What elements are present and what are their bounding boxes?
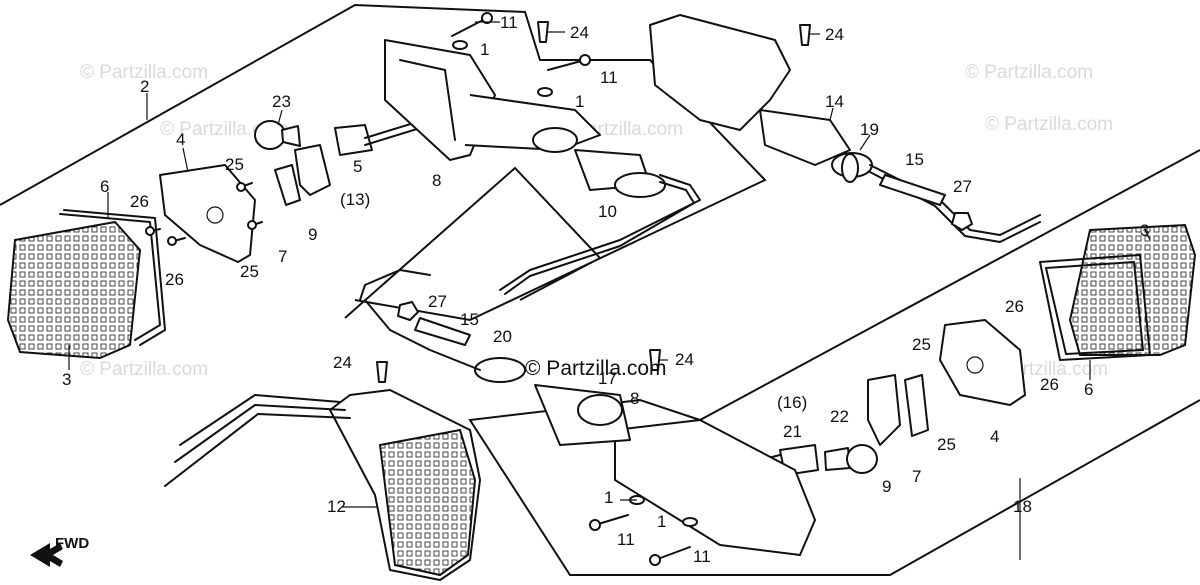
housing-right-front [534, 384, 816, 556]
nut-left [397, 301, 419, 321]
lens-left [6, 209, 166, 360]
callout-2: 2 [140, 77, 149, 96]
callout-25: 25 [912, 335, 931, 354]
housing-left-rear [384, 39, 601, 161]
callout-3: 3 [1140, 221, 1149, 240]
leader-lines [68, 21, 1151, 560]
stalk-left [499, 149, 701, 295]
callout-19: 19 [860, 120, 879, 139]
callout-4: 4 [990, 427, 999, 446]
callout-17: 17 [598, 369, 617, 388]
clip-left-7 [274, 164, 301, 206]
watermark: © Partzilla.com [80, 359, 208, 380]
callout-21: 21 [783, 422, 802, 441]
damper-right [879, 174, 946, 206]
callout-6: 6 [100, 177, 109, 196]
callout-16: (16) [777, 393, 807, 412]
callout-labels: 2 4 6 26 26 25 25 3 23 5 (13) 7 9 8 11 1… [62, 13, 1149, 566]
callout-7: 7 [278, 247, 287, 266]
callout-11: 11 [500, 13, 518, 32]
screw-group-left [145, 182, 263, 246]
wire-harness [364, 299, 481, 371]
callout-9: 9 [882, 477, 891, 496]
center-watermark: © Partzilla.com [525, 357, 667, 380]
watermark: © Partzilla.com [80, 62, 208, 83]
callout-1: 1 [480, 40, 489, 59]
callout-18: 18 [1013, 497, 1032, 516]
callout-9: 9 [308, 225, 317, 244]
base-hole [966, 356, 984, 374]
callout-4: 4 [176, 130, 185, 149]
callout-7: 7 [912, 467, 921, 486]
callout-26: 26 [1005, 297, 1024, 316]
callout-13: (13) [340, 190, 370, 209]
callout-27: 27 [428, 292, 447, 311]
fwd-arrow: FWD [30, 535, 89, 567]
callout-24: 24 [333, 353, 352, 372]
callout-26: 26 [130, 192, 149, 211]
callout-3: 3 [62, 370, 71, 389]
base-hole [206, 206, 224, 224]
fwd-label: FWD [55, 535, 89, 552]
bulb-left [254, 120, 301, 150]
callout-1: 1 [604, 488, 613, 507]
callout-15: 15 [905, 150, 924, 169]
bulb-right [824, 444, 878, 474]
callout-25: 25 [937, 435, 956, 454]
callout-24: 24 [675, 350, 694, 369]
clip-left-9 [294, 144, 331, 196]
callout-23: 23 [272, 92, 291, 111]
callout-11: 11 [600, 68, 618, 87]
clip-right-9 [867, 374, 901, 446]
callout-14: 14 [825, 92, 844, 111]
callout-27: 27 [953, 177, 972, 196]
callout-26: 26 [165, 270, 184, 289]
callout-25: 25 [225, 155, 244, 174]
callout-22: 22 [830, 407, 849, 426]
callout-15: 15 [460, 310, 479, 329]
callout-24: 24 [570, 23, 589, 42]
grommet-20 [474, 357, 526, 383]
callout-11: 11 [617, 530, 635, 549]
callout-20: 20 [493, 327, 512, 346]
callout-1: 1 [657, 512, 666, 531]
callout-5: 5 [353, 157, 362, 176]
nut-right [951, 212, 973, 231]
callout-12: 12 [327, 497, 346, 516]
assembly-boundary-left [0, 3, 767, 322]
wire-harness [359, 269, 431, 301]
grommet-19 [841, 153, 859, 183]
watermark: © Partzilla.com [965, 62, 1093, 83]
lens-right [1039, 223, 1197, 361]
housing-right-rear [649, 14, 1041, 243]
watermark: © Partzilla.com [985, 114, 1113, 135]
clip-right-7 [904, 374, 929, 437]
callout-24: 24 [825, 25, 844, 44]
callout-1: 1 [575, 92, 584, 111]
callout-10: 10 [598, 202, 617, 221]
housing-left-front [164, 389, 481, 581]
callout-26: 26 [1040, 375, 1059, 394]
callout-8: 8 [432, 171, 441, 190]
callout-11: 11 [693, 547, 711, 566]
callout-8: 8 [630, 389, 639, 408]
damper-left [414, 317, 471, 346]
callout-25: 25 [240, 262, 259, 281]
callout-6: 6 [1084, 380, 1093, 399]
